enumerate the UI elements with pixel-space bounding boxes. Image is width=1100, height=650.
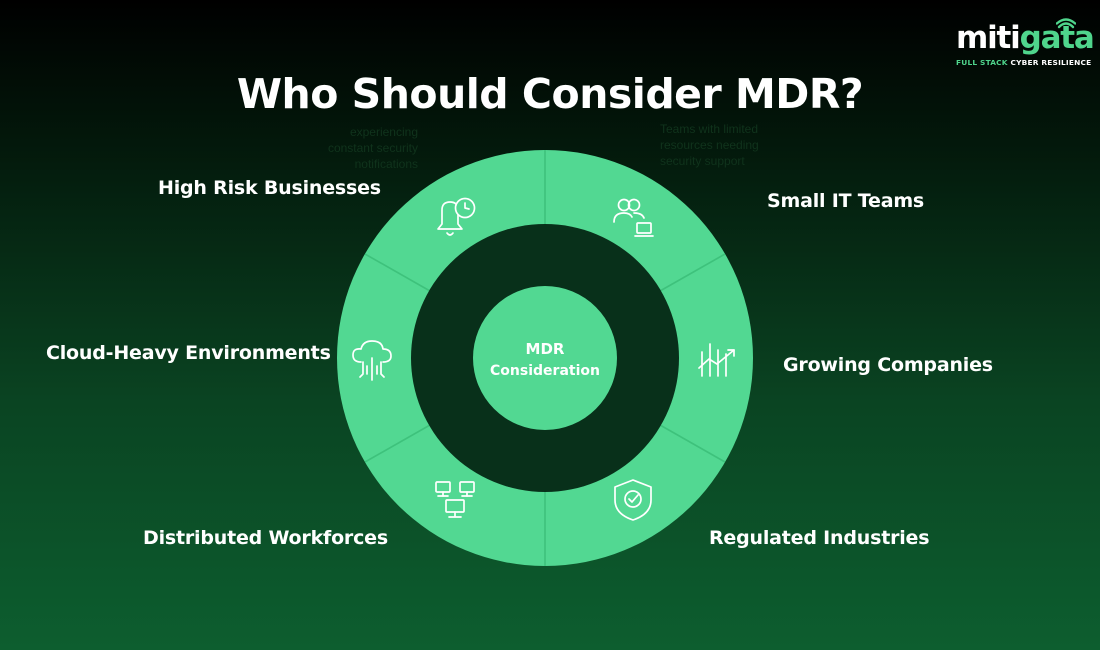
segment-label-growing: Growing Companies [783, 354, 993, 376]
segment-label-high-risk: High Risk Businesses [158, 177, 381, 199]
faint-note-right-line: security support [660, 154, 745, 168]
wifi-signal-icon [1056, 18, 1076, 29]
brand-name: mitigata [956, 20, 1095, 56]
faint-note-left-line: constant security [327, 141, 418, 155]
remote-workstations-icon [435, 481, 475, 518]
page-title: Who Should Consider MDR? [236, 70, 864, 118]
shield-check-icon [614, 479, 652, 521]
segment-label-small-it: Small IT Teams [767, 190, 925, 212]
faint-note-right: Teams with limited resources needing sec… [660, 121, 800, 169]
brand-name-part1: miti [956, 20, 1021, 56]
center-title: MDR [526, 340, 565, 358]
faint-note-right-line: Teams with limited [660, 122, 759, 136]
team-laptop-icon [613, 198, 654, 237]
segment-label-distributed: Distributed Workforces [143, 527, 388, 549]
brand-name-part2: gata [1019, 20, 1095, 56]
ring-dividers [364, 150, 726, 566]
faint-note-right-line: resources needing [660, 138, 759, 152]
segment-label-cloud: Cloud-Heavy Environments [46, 342, 331, 364]
brand-logo: mitigata FULL STACK CYBER RESILIENCE [956, 18, 1095, 67]
center-circle [473, 286, 617, 430]
faint-note-left-line: experiencing [349, 125, 418, 139]
brand-tagline-part2: CYBER RESILIENCE [1010, 58, 1092, 67]
faint-note-left-line: notifications [354, 157, 418, 171]
segment-label-regulated: Regulated Industries [709, 527, 930, 549]
growth-chart-icon [698, 343, 735, 377]
brand-tagline: FULL STACK CYBER RESILIENCE [956, 58, 1091, 67]
bell-clock-icon [437, 197, 476, 236]
cloud-network-icon [352, 340, 392, 381]
center-subtitle: Consideration [490, 363, 600, 379]
faint-note-left: experiencing constant security notificat… [300, 124, 418, 172]
brand-tagline-part1: FULL STACK [956, 58, 1008, 67]
